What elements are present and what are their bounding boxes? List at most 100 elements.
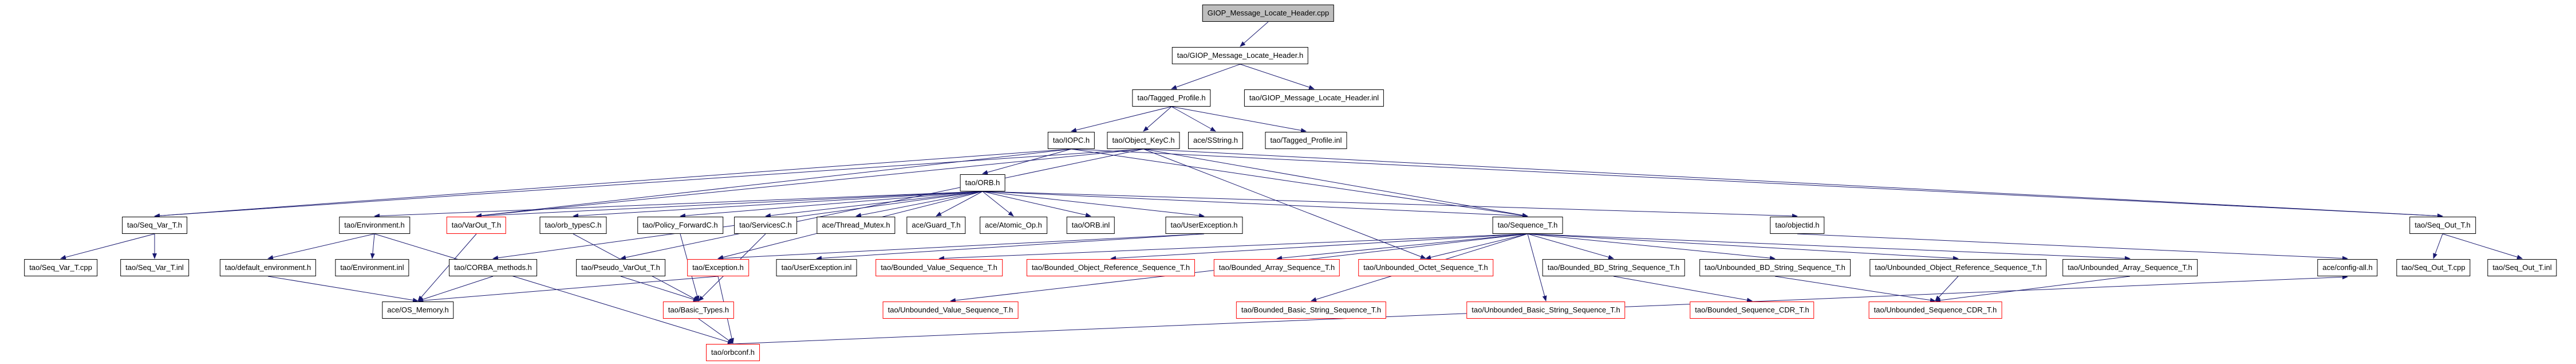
edge-orb_h-to-orb_inl (982, 191, 1091, 217)
edge-userexception_h-to-userexception_inl (816, 233, 1205, 261)
graph-node-bounded_value_seq[interactable]: tao/Bounded_Value_Sequence_T.h (875, 259, 1003, 276)
graph-node-giop_inl[interactable]: tao/GIOP_Message_Locate_Header.inl (1244, 89, 1384, 107)
edge-sequence_t_h-to-unbounded_array_seq (1527, 233, 2131, 261)
graph-node-orb_typesc_h[interactable]: tao/orb_typesC.h (539, 217, 607, 234)
edge-userexception_h-to-exception_h (717, 233, 1205, 261)
edge-orb_h-to-sequence_t_h (982, 191, 1528, 218)
edge-orb_h-to-thread_mutex_h (855, 191, 983, 218)
graph-node-default_environment_h[interactable]: tao/default_environment.h (219, 259, 317, 276)
graph-node-seq_var_t_cpp[interactable]: tao/Seq_Var_T.cpp (24, 259, 97, 276)
graph-node-bounded_obj_ref_seq[interactable]: tao/Bounded_Object_Reference_Sequence_T.… (1026, 259, 1196, 276)
graph-node-unbounded_bd_string_seq[interactable]: tao/Unbounded_BD_String_Sequence_T.h (1699, 259, 1851, 276)
edge-group (60, 21, 2523, 345)
edge-giop_h-to-tagged_profile_h (1171, 64, 1241, 89)
graph-node-userexception_h[interactable]: tao/UserException.h (1165, 217, 1243, 234)
graph-node-bounded_basic_string_seq[interactable]: tao/Bounded_Basic_String_Sequence_T.h (1236, 302, 1387, 319)
graph-node-servicesc_h[interactable]: tao/ServicesC.h (734, 217, 797, 234)
edge-seq_out_t_h-to-seq_out_t_inl (2442, 233, 2523, 260)
edge-sequence_t_h-to-bounded_array_seq (1276, 233, 1528, 261)
edge-orb_h-to-atomic_op_h (982, 191, 1014, 217)
edge-unbounded_obj_ref_seq-to-unbounded_seq_cdr (1935, 276, 1959, 302)
graph-node-root[interactable]: GIOP_Message_Locate_Header.cpp (1202, 5, 1335, 22)
edge-tagged_profile_h-to-object_keyc_h (1143, 106, 1172, 132)
graph-node-tagged_profile_inl[interactable]: tao/Tagged_Profile.inl (1265, 132, 1347, 149)
graph-node-varout_t_h[interactable]: tao/VarOut_T.h (446, 217, 507, 234)
edge-orb_h-to-environment_h (374, 191, 983, 218)
edge-varout_t_h-to-os_memory_h (417, 233, 477, 302)
graph-node-environment_h[interactable]: tao/Environment.h (339, 217, 410, 234)
graph-node-orb_inl[interactable]: tao/ORB.inl (1066, 217, 1115, 234)
graph-node-bounded_seq_cdr[interactable]: tao/Bounded_Sequence_CDR_T.h (1690, 302, 1814, 319)
edge-iopc_h-to-seq_var_t_h (154, 148, 1072, 218)
graph-node-unbounded_array_seq[interactable]: tao/Unbounded_Array_Sequence_T.h (2062, 259, 2198, 276)
edge-orb_h-to-orb_typesc_h (573, 191, 983, 218)
edge-sequence_t_h-to-unbounded_obj_ref_seq (1527, 233, 1959, 261)
edge-sequence_t_h-to-bounded_bd_string_seq (1527, 233, 1614, 260)
graph-node-unbounded_seq_cdr[interactable]: tao/Unbounded_Sequence_CDR_T.h (1868, 302, 2002, 319)
graph-node-tagged_profile_h[interactable]: tao/Tagged_Profile.h (1132, 89, 1211, 107)
graph-node-objectid_h[interactable]: tao/objectid.h (1770, 217, 1825, 234)
edge-iopc_h-to-sequence_t_h (1071, 148, 1528, 218)
edge-object_keyc_h-to-pseudo_varout_t_h (620, 148, 1144, 260)
graph-node-seq_out_t_inl[interactable]: tao/Seq_Out_T.inl (2487, 259, 2557, 276)
graph-node-seq_out_t_cpp[interactable]: tao/Seq_Out_T.cpp (2396, 259, 2471, 276)
graph-node-orbconf_h[interactable]: tao/orbconf.h (706, 344, 760, 361)
edge-environment_h-to-orbconf_h (374, 233, 733, 345)
edge-root-to-giop_h (1240, 21, 1269, 47)
edge-sequence_t_h-to-unbounded_bd_string_seq (1527, 233, 1776, 261)
graph-node-thread_mutex_h[interactable]: ace/Thread_Mutex.h (816, 217, 896, 234)
edge-orb_h-to-userexception_h (982, 191, 1205, 218)
graph-node-unbounded_obj_ref_seq[interactable]: tao/Unbounded_Object_Reference_Sequence_… (1869, 259, 2047, 276)
edge-environment_h-to-default_environment_h (267, 233, 375, 260)
edge-object_keyc_h-to-seq_var_t_h (154, 148, 1144, 218)
graph-node-atomic_op_h[interactable]: ace/Atomic_Op.h (980, 217, 1047, 234)
edge-iopc_h-to-orb_h (982, 148, 1072, 175)
graph-node-userexception_inl[interactable]: tao/UserException.inl (776, 259, 857, 276)
graph-node-policy_forwardc_h[interactable]: tao/Policy_ForwardC.h (637, 217, 723, 234)
edge-tagged_profile_h-to-sstring_h (1171, 106, 1216, 132)
graph-node-unbounded_value_seq[interactable]: tao/Unbounded_Value_Sequence_T.h (882, 302, 1019, 319)
edge-seq_out_t_h-to-seq_out_t_cpp (2433, 233, 2443, 259)
graph-node-environment_inl[interactable]: tao/Environment.inl (335, 259, 409, 276)
graph-node-bounded_array_seq[interactable]: tao/Bounded_Array_Sequence_T.h (1213, 259, 1340, 276)
edge-seq_var_t_h-to-seq_var_t_cpp (60, 233, 155, 260)
graph-node-corba_methods_h[interactable]: tao/CORBA_methods.h (449, 259, 537, 276)
edge-sequence_t_h-to-bounded_obj_ref_seq (1110, 233, 1528, 261)
edge-orb_h-to-varout_t_h (476, 191, 983, 218)
graph-node-basic_types_h[interactable]: tao/Basic_Types.h (662, 302, 735, 319)
graph-node-sstring_h[interactable]: ace/SString.h (1188, 132, 1244, 149)
graph-node-seq_var_t_h[interactable]: tao/Seq_Var_T.h (122, 217, 187, 234)
graph-node-giop_h[interactable]: tao/GIOP_Message_Locate_Header.h (1171, 47, 1309, 64)
edge-object_keyc_h-to-unbounded_octet_seq (1143, 148, 1426, 259)
edge-sequence_t_h-to-unbounded_basic_string_seq (1527, 233, 1547, 302)
edge-orb_h-to-servicesc_h (765, 191, 983, 218)
edge-orb_h-to-policy_forwardc_h (680, 191, 983, 218)
edge-sequence_t_h-to-unbounded_octet_seq (1425, 233, 1528, 260)
edge-default_environment_h-to-os_memory_h (267, 276, 419, 303)
edge-bounded_bd_string_seq-to-bounded_seq_cdr (1613, 276, 1753, 303)
edge-corba_methods_h-to-os_memory_h (417, 276, 494, 302)
graph-node-pseudo_varout_t_h[interactable]: tao/Pseudo_VarOut_T.h (576, 259, 665, 276)
graph-node-unbounded_basic_string_seq[interactable]: tao/Unbounded_Basic_String_Sequence_T.h (1466, 302, 1626, 319)
graph-node-bounded_bd_string_seq[interactable]: tao/Bounded_BD_String_Sequence_T.h (1542, 259, 1685, 276)
graph-node-seq_out_t_h[interactable]: tao/Seq_Out_T.h (2409, 217, 2476, 234)
edge-objectid_h-to-config_all_h (1797, 233, 2348, 261)
graph-node-object_keyc_h[interactable]: tao/Object_KeyC.h (1107, 132, 1180, 149)
graph-node-guard_t_h[interactable]: ace/Guard_T.h (906, 217, 966, 234)
graph-node-seq_var_t_inl[interactable]: tao/Seq_Var_T.inl (120, 259, 189, 276)
edge-iopc_h-to-seq_out_t_h (1071, 148, 2443, 218)
graph-node-iopc_h[interactable]: tao/IOPC.h (1047, 132, 1095, 149)
graph-node-orb_h[interactable]: tao/ORB.h (960, 174, 1005, 191)
edge-object_keyc_h-to-seq_out_t_h (1143, 148, 2443, 218)
graph-node-unbounded_octet_seq[interactable]: tao/Unbounded_Octet_Sequence_T.h (1358, 259, 1493, 276)
graph-node-exception_h[interactable]: tao/Exception.h (687, 259, 749, 276)
graph-node-config_all_h[interactable]: ace/config-all.h (2317, 259, 2378, 276)
edge-sequence_t_h-to-bounded_value_seq (938, 233, 1528, 261)
edge-tagged_profile_h-to-iopc_h (1071, 106, 1172, 132)
graph-node-sequence_t_h[interactable]: tao/Sequence_T.h (1492, 217, 1563, 234)
edge-orb_h-to-guard_t_h (936, 191, 983, 217)
edge-exception_h-to-os_memory_h (417, 276, 719, 303)
edge-giop_h-to-giop_inl (1240, 64, 1315, 89)
graph-node-os_memory_h[interactable]: ace/OS_Memory.h (382, 302, 454, 319)
